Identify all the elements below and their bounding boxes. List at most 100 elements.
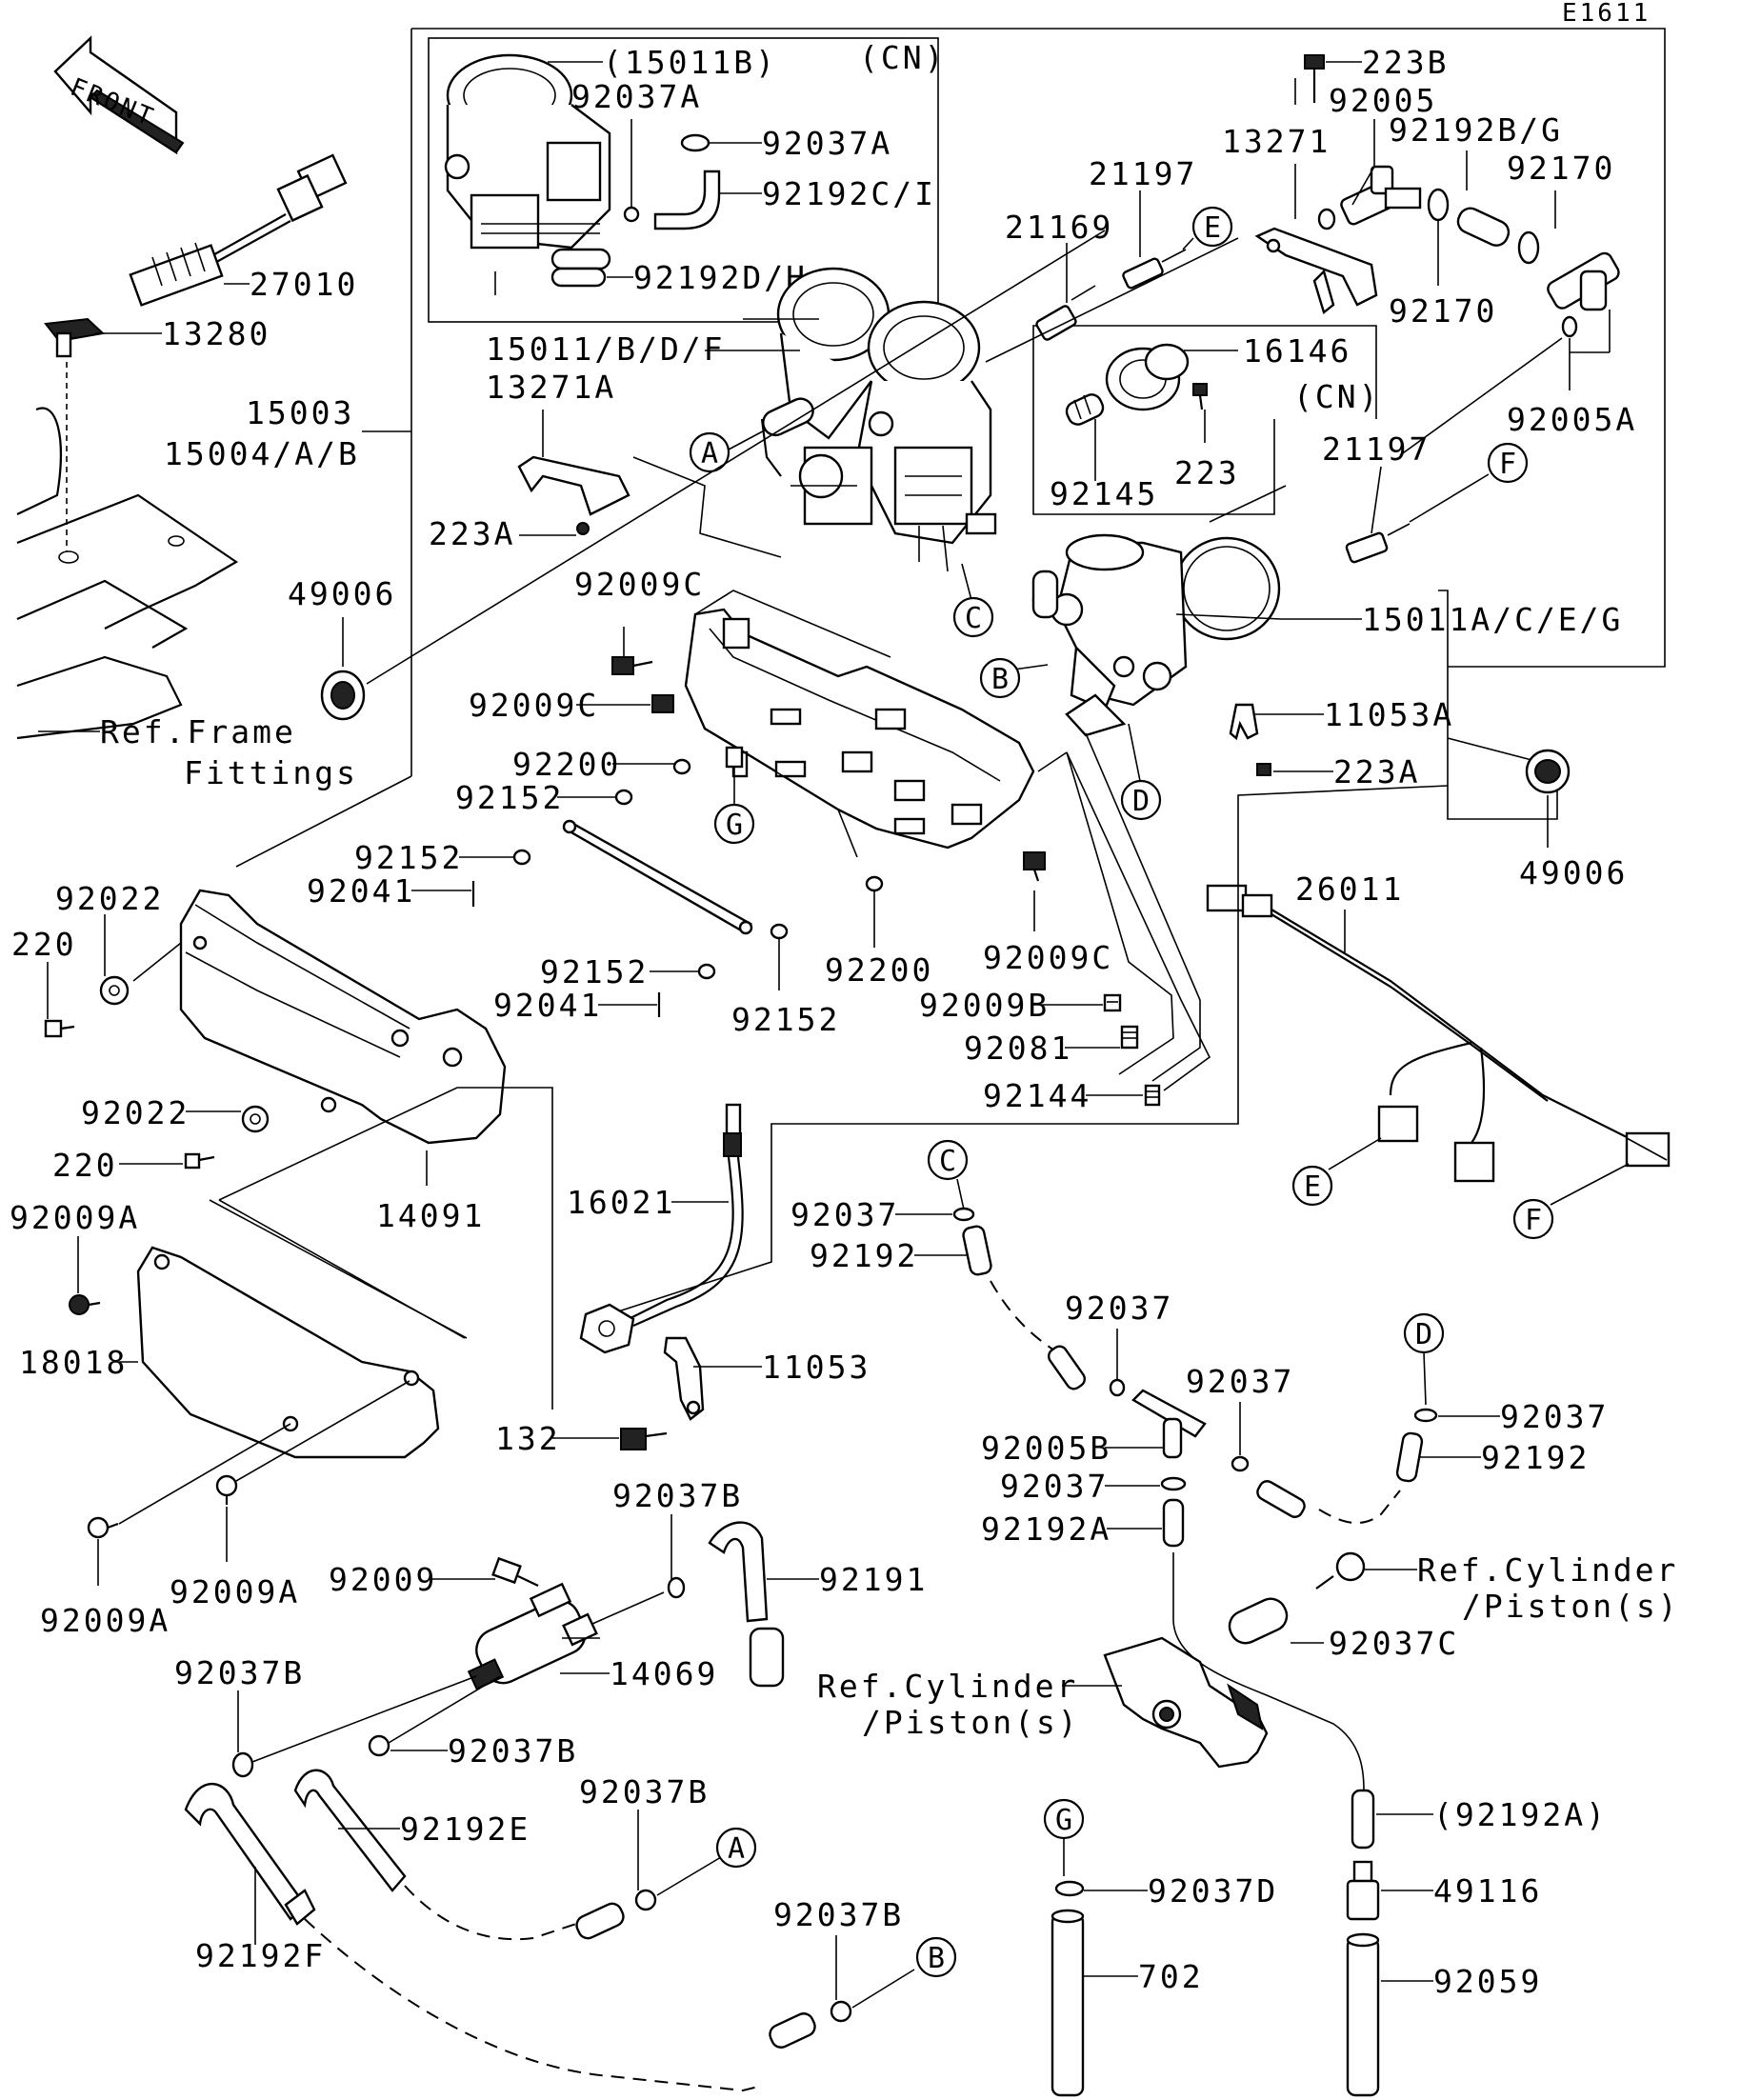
washer-92152-4 bbox=[697, 963, 716, 980]
callout-B-2: B bbox=[915, 1936, 957, 1978]
sensor-21197-2 bbox=[1345, 523, 1411, 564]
cover-18018 bbox=[136, 1246, 440, 1459]
label-21169: 21169 bbox=[1005, 209, 1113, 246]
washer-92200-1 bbox=[672, 758, 691, 775]
label-92144: 92144 bbox=[983, 1077, 1091, 1114]
label-92037B-5: 92037B bbox=[773, 1896, 904, 1933]
hose-short-2 bbox=[1256, 1480, 1306, 1518]
label-13271A: 13271A bbox=[486, 369, 616, 406]
label-14069: 14069 bbox=[610, 1655, 718, 1692]
bracket-11053A bbox=[1229, 703, 1259, 741]
label-223A-2: 223A bbox=[1333, 753, 1420, 790]
label-92009C-3: 92009C bbox=[983, 939, 1113, 976]
label-92041-1: 92041 bbox=[307, 872, 415, 910]
clip-92037-4 bbox=[1413, 1408, 1438, 1423]
filter-14069 bbox=[467, 1582, 598, 1690]
screw-92009C-3 bbox=[1023, 851, 1046, 882]
label-15003: 15003 bbox=[246, 394, 354, 431]
svg-text:D: D bbox=[1132, 785, 1150, 818]
label-15011B: (15011B) bbox=[603, 44, 777, 81]
svg-text:D: D bbox=[1415, 1318, 1432, 1351]
callout-D-2: D bbox=[1403, 1312, 1445, 1354]
cn-inset-box-mid bbox=[1032, 352, 1275, 515]
label-92192E: 92192E bbox=[400, 1810, 530, 1848]
spring-92145 bbox=[1065, 393, 1105, 426]
bolt-132 bbox=[620, 1428, 668, 1450]
bearing-49006-right bbox=[1525, 749, 1571, 794]
callout-C-2: C bbox=[927, 1139, 969, 1181]
label-92037-4: 92037 bbox=[1500, 1398, 1609, 1435]
label-92022-2: 92022 bbox=[81, 1094, 190, 1131]
label-92009A-2: 92009A bbox=[170, 1573, 300, 1610]
hose-92192-2 bbox=[1395, 1431, 1424, 1483]
callout-E-2: E bbox=[1291, 1165, 1333, 1207]
label-92191: 92191 bbox=[819, 1561, 928, 1598]
label-15011ACEG: 15011A/C/E/G bbox=[1362, 601, 1623, 638]
label-26011: 26011 bbox=[1295, 870, 1404, 908]
screw-92009C-2 bbox=[651, 694, 674, 713]
label-92037-1: 92037 bbox=[790, 1196, 899, 1233]
hose-92192DH bbox=[550, 267, 607, 288]
cable-16021 bbox=[579, 1103, 744, 1354]
frame-plate-ref bbox=[16, 407, 239, 740]
clip-92037-3 bbox=[1231, 1455, 1250, 1472]
bracket-11053 bbox=[663, 1336, 705, 1421]
svg-text:E: E bbox=[1304, 1170, 1321, 1204]
svg-text:C: C bbox=[939, 1145, 956, 1178]
callout-G-1: G bbox=[713, 803, 755, 845]
hose-short-1 bbox=[1047, 1345, 1087, 1390]
label-92005: 92005 bbox=[1329, 82, 1437, 119]
label-92192BG: 92192B/G bbox=[1389, 111, 1563, 149]
clip-92037-5 bbox=[1160, 1476, 1187, 1491]
screw-92009C-1 bbox=[611, 656, 653, 675]
bolt-220-1 bbox=[44, 1019, 75, 1038]
bracket-13280 bbox=[44, 317, 106, 358]
label-49006-2: 49006 bbox=[1519, 854, 1628, 891]
callout-C-1: C bbox=[952, 596, 994, 638]
clamp-92037D bbox=[1054, 1880, 1085, 1897]
hose-short-3 bbox=[575, 1902, 625, 1940]
bearing-49006-left bbox=[320, 670, 366, 721]
carburetor-assy-15011 bbox=[760, 267, 997, 572]
label-27010: 27010 bbox=[250, 266, 358, 303]
label-11053: 11053 bbox=[762, 1349, 870, 1386]
diaphragm-16146 bbox=[1105, 343, 1190, 411]
harness-connector-27010 bbox=[129, 153, 348, 307]
label-92009B: 92009B bbox=[919, 987, 1050, 1024]
clamp-92170-1 bbox=[1427, 188, 1450, 222]
label-92152-1: 92152 bbox=[455, 779, 564, 816]
label-92037-3: 92037 bbox=[1186, 1363, 1294, 1400]
svg-text:A: A bbox=[701, 437, 718, 470]
clip-92037-1 bbox=[952, 1207, 975, 1222]
svg-text:B: B bbox=[928, 1942, 945, 1975]
hose-92192CI bbox=[653, 170, 721, 230]
label-92005B: 92005B bbox=[981, 1430, 1111, 1467]
label-92170-2: 92170 bbox=[1389, 292, 1497, 330]
callout-F-1: F bbox=[1487, 442, 1529, 484]
clamp-92037B-4 bbox=[634, 1889, 657, 1911]
label-92059: 92059 bbox=[1433, 1963, 1542, 2000]
nipple-A bbox=[762, 397, 814, 437]
label-92192-1: 92192 bbox=[810, 1237, 918, 1274]
callout-A-2: A bbox=[715, 1827, 757, 1869]
screw-223 bbox=[1192, 383, 1208, 410]
label-92152-3: 92152 bbox=[731, 1001, 840, 1038]
label-92022-1: 92022 bbox=[55, 880, 164, 917]
svg-text:F: F bbox=[1499, 448, 1516, 481]
washer-92152-1 bbox=[614, 789, 633, 806]
label-92170-1: 92170 bbox=[1507, 150, 1615, 187]
label-16146: 16146 bbox=[1243, 332, 1351, 370]
bolt-220-2 bbox=[184, 1152, 215, 1170]
screw-223A-2 bbox=[1256, 763, 1271, 776]
label-92200-2: 92200 bbox=[825, 951, 933, 989]
fitting-92037C bbox=[1228, 1551, 1366, 1645]
washer-92152-3 bbox=[770, 923, 789, 940]
clamp-92037B-1 bbox=[667, 1576, 686, 1599]
label-92037B-2: 92037B bbox=[174, 1654, 305, 1691]
label-223A-1: 223A bbox=[429, 515, 515, 552]
callout-D-1: D bbox=[1120, 779, 1162, 821]
label-14091: 14091 bbox=[376, 1197, 485, 1234]
ref-piston-label-1: /Piston(s) bbox=[1462, 1588, 1680, 1625]
label-223B: 223B bbox=[1362, 44, 1449, 81]
